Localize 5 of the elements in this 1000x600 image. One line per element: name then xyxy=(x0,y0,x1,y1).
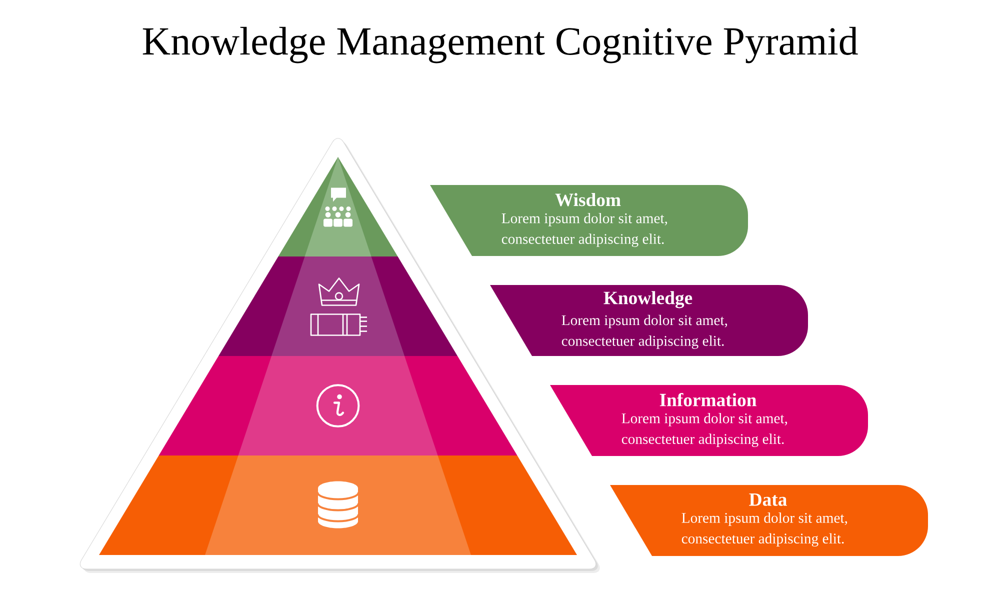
title: Knowledge Management Cognitive Pyramid xyxy=(142,26,858,64)
text-banner: Information Lorem ipsum dolor sit amet, consectetuer adipiscing elit. xyxy=(550,385,868,456)
text-banner: Data Lorem ipsum dolor sit amet, consectetuer adipiscing elit. xyxy=(610,485,928,556)
text-banner: Wisdom Lorem ipsum dolor sit amet, consectetuer adipiscing elit. xyxy=(430,185,748,256)
text-banner: Knowledge Lorem ipsum dolor sit amet, consectetuer adipiscing elit. xyxy=(490,285,808,356)
